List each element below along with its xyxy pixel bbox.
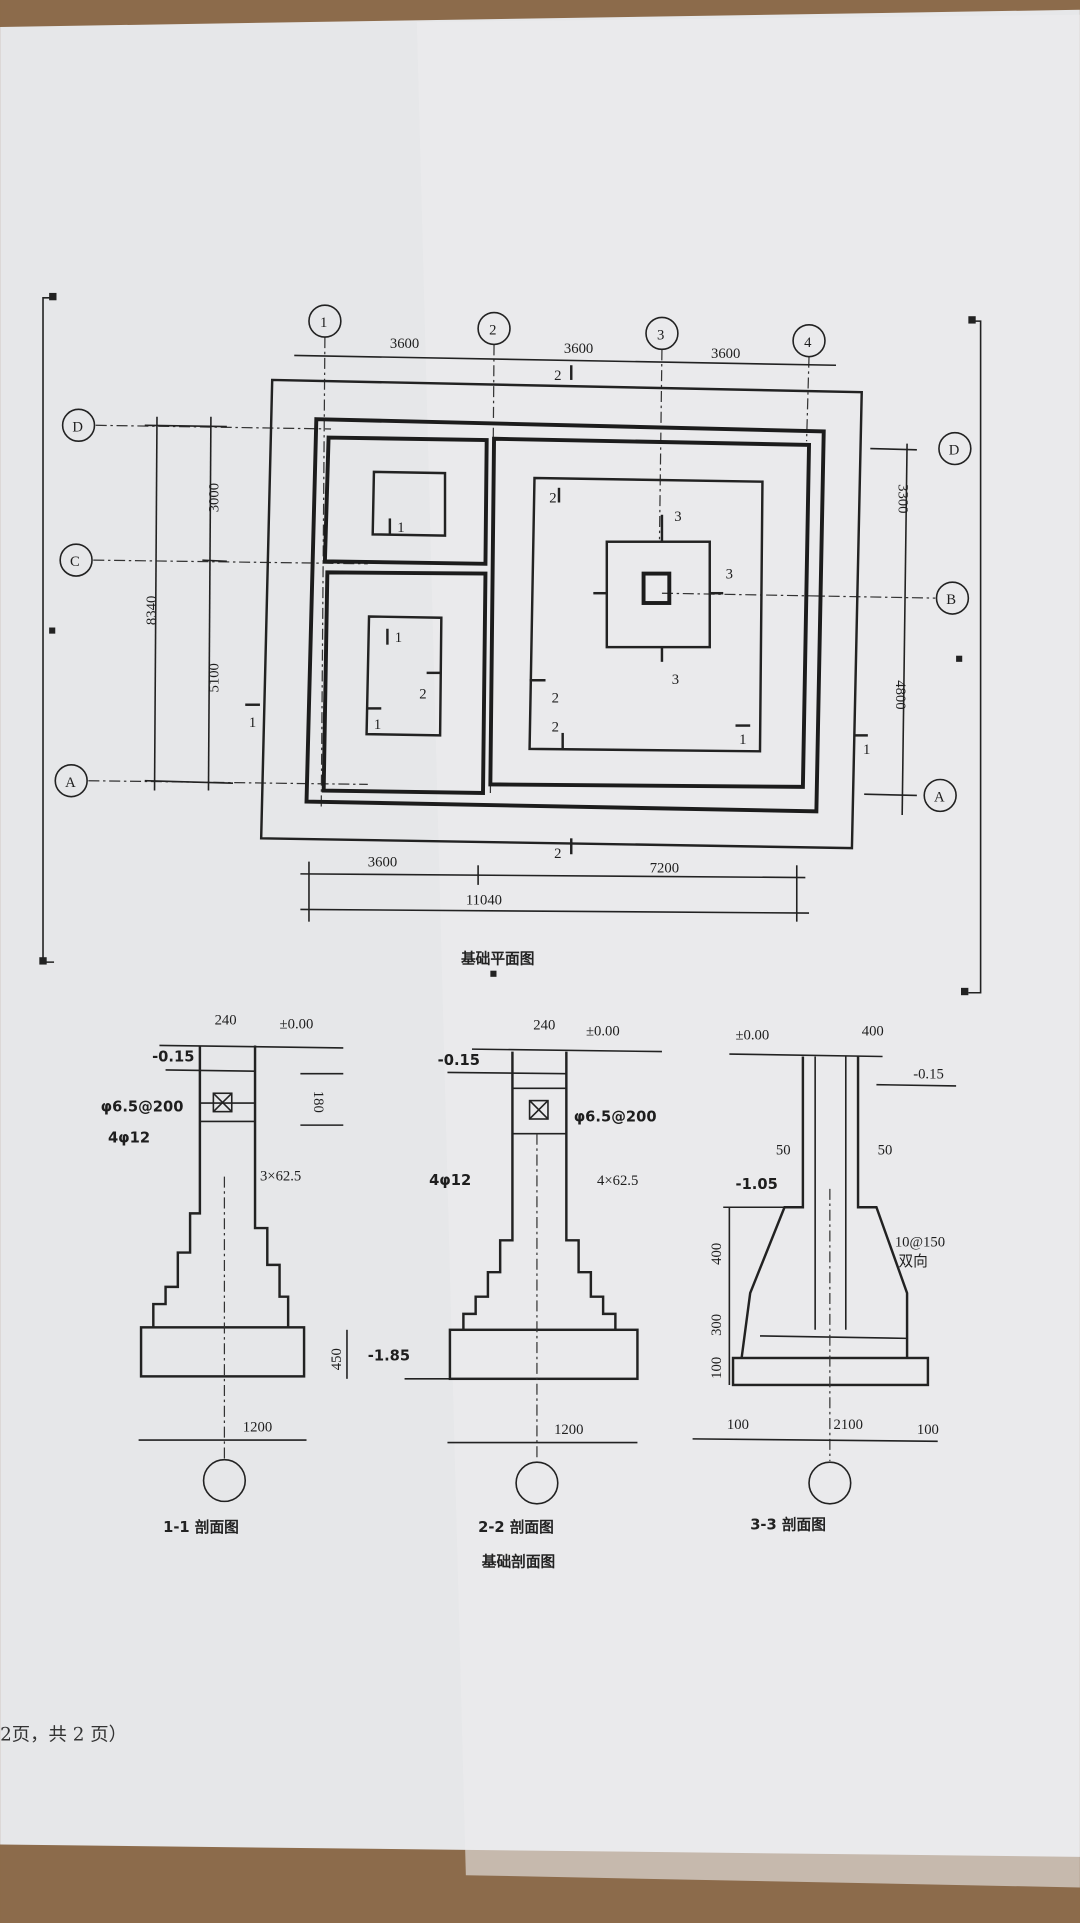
- svg-text:-0.15: -0.15: [913, 1067, 944, 1083]
- svg-text:2: 2: [552, 720, 559, 736]
- svg-text:4: 4: [804, 335, 812, 351]
- svg-text:100: 100: [727, 1417, 749, 1433]
- svg-text:3: 3: [672, 672, 679, 688]
- dim-bottom-total: 11040: [466, 893, 502, 909]
- svg-text:240: 240: [215, 1013, 237, 1029]
- svg-text:-1.05: -1.05: [735, 1176, 777, 1193]
- svg-text:2: 2: [552, 690, 559, 706]
- axis-bubble-3: 3: [645, 316, 679, 351]
- svg-text:1: 1: [863, 742, 870, 758]
- section-marks: 2 2 1 1 1 1 2 1 2 2 2 1 3 3 3: [245, 365, 870, 862]
- column: [641, 571, 672, 605]
- dim-top-1: 3600: [390, 336, 419, 352]
- svg-text:3: 3: [674, 509, 681, 525]
- axis-bubble-D-right: D: [938, 431, 972, 466]
- svg-text:-0.15: -0.15: [438, 1052, 480, 1069]
- svg-text:±0.00: ±0.00: [735, 1027, 769, 1043]
- dim-left-upper: 3000: [206, 483, 222, 512]
- axis-bubble-2: 2: [477, 311, 511, 346]
- sections-title: 基础剖面图: [481, 1552, 555, 1570]
- dim-top-3: 3600: [711, 346, 740, 362]
- svg-text:1: 1: [739, 732, 746, 748]
- svg-text:10@150: 10@150: [895, 1234, 945, 1250]
- svg-text:C: C: [70, 554, 80, 570]
- section-1-1: 240 ±0.00 -0.15 φ6.5@200 4φ12 180 3×62.5…: [101, 1013, 344, 1536]
- svg-text:-0.15: -0.15: [152, 1048, 194, 1065]
- svg-text:1200: 1200: [243, 1420, 272, 1436]
- svg-text:φ6.5@200: φ6.5@200: [574, 1108, 657, 1125]
- section-2-2: 240 ±0.00 -0.15 φ6.5@200 4φ12 4×62.5 450…: [329, 1018, 662, 1536]
- svg-text:180: 180: [310, 1091, 326, 1113]
- axis-bubble-A-right: A: [923, 778, 957, 813]
- section-3-3: ±0.00 400 -0.15 50 50 -1.05 10@150 双向 40…: [692, 1024, 957, 1534]
- svg-text:1: 1: [374, 717, 381, 733]
- dim-left-lower: 5100: [206, 663, 222, 692]
- svg-text:50: 50: [878, 1143, 893, 1159]
- svg-text:100: 100: [917, 1422, 939, 1438]
- svg-text:A: A: [934, 790, 945, 806]
- svg-text:3-3 剖面图: 3-3 剖面图: [750, 1516, 826, 1534]
- svg-text:B: B: [946, 592, 956, 608]
- svg-text:2: 2: [489, 323, 496, 339]
- dim-left-total: 8340: [144, 596, 160, 625]
- svg-text:1: 1: [249, 715, 256, 731]
- axis-bubble-D-left: D: [61, 408, 96, 443]
- svg-text:1-1 剖面图: 1-1 剖面图: [163, 1518, 239, 1536]
- svg-text:2-2 剖面图: 2-2 剖面图: [478, 1518, 554, 1536]
- svg-text:50: 50: [776, 1143, 791, 1159]
- axis-bubble-1: 1: [308, 304, 342, 338]
- svg-text:3: 3: [726, 566, 733, 582]
- svg-text:2: 2: [549, 491, 556, 507]
- svg-text:100: 100: [709, 1357, 725, 1379]
- axis-bubble-B-right: B: [935, 581, 970, 615]
- dim-top-2: 3600: [564, 341, 593, 357]
- page-number: 2页，共 2 页）: [0, 1724, 127, 1745]
- frame-left: [42, 297, 55, 963]
- svg-text:300: 300: [709, 1314, 725, 1336]
- svg-text:D: D: [72, 419, 83, 435]
- svg-text:1: 1: [395, 630, 402, 646]
- svg-text:±0.00: ±0.00: [586, 1024, 620, 1040]
- svg-text:±0.00: ±0.00: [280, 1016, 314, 1032]
- svg-text:双向: 双向: [898, 1253, 927, 1270]
- axis-bubble-C-left: C: [59, 543, 93, 577]
- svg-text:4φ12: 4φ12: [429, 1172, 471, 1189]
- svg-text:3×62.5: 3×62.5: [260, 1168, 301, 1184]
- svg-text:1: 1: [320, 315, 327, 331]
- dim-right-upper: 3300: [894, 484, 910, 513]
- plan-title: 基础平面图: [460, 949, 534, 967]
- svg-text:1: 1: [397, 520, 404, 536]
- svg-text:450: 450: [329, 1348, 345, 1370]
- svg-text:1200: 1200: [554, 1422, 583, 1438]
- underlying-sheet: [416, 14, 1080, 1888]
- svg-text:3: 3: [657, 327, 664, 343]
- svg-text:400: 400: [862, 1024, 884, 1040]
- dim-bottom-left: 3600: [368, 855, 397, 871]
- svg-text:φ6.5@200: φ6.5@200: [101, 1099, 184, 1116]
- svg-text:4×62.5: 4×62.5: [597, 1173, 638, 1189]
- footing-outline: [259, 378, 863, 850]
- svg-text:2: 2: [419, 687, 426, 703]
- svg-text:2100: 2100: [834, 1417, 863, 1433]
- svg-text:240: 240: [533, 1018, 555, 1034]
- dim-bottom-right: 7200: [650, 861, 679, 877]
- svg-text:A: A: [65, 775, 76, 791]
- svg-text:-1.85: -1.85: [368, 1347, 410, 1364]
- svg-text:2: 2: [554, 846, 561, 862]
- axis-bubble-A-left: A: [54, 763, 88, 798]
- axis-bubble-4: 4: [792, 323, 826, 358]
- svg-text:2: 2: [554, 368, 561, 384]
- svg-text:4φ12: 4φ12: [108, 1129, 150, 1146]
- dim-right-lower: 4800: [892, 680, 908, 709]
- foundation-plan: 3600 3600 3600 1 2 3 4 D C A D B A 8340 …: [39, 292, 982, 996]
- svg-text:D: D: [949, 443, 960, 459]
- svg-text:400: 400: [709, 1243, 725, 1265]
